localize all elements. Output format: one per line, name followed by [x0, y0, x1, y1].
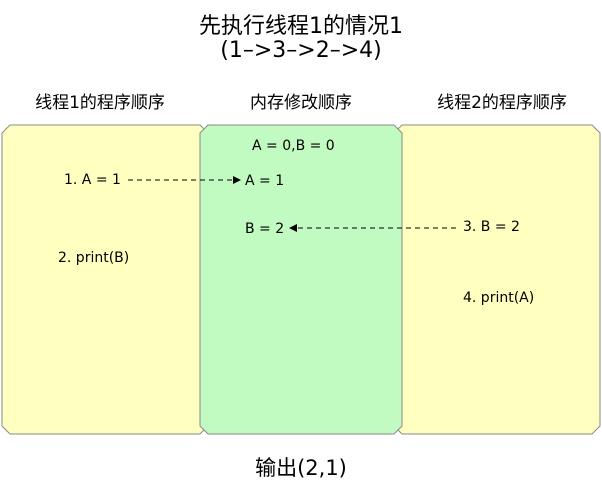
thread2-header: 线程2的程序顺序 — [437, 93, 567, 113]
diagram-subtitle: (1–>3–>2–>4) — [220, 38, 382, 63]
memory-initial-state: A = 0,B = 0 — [252, 138, 335, 154]
memory-write-b: B = 2 — [245, 221, 285, 237]
memory-write-a: A = 1 — [245, 173, 285, 189]
thread1-step-1: 1. A = 1 — [64, 172, 121, 188]
thread2-step-3: 3. B = 2 — [463, 219, 520, 235]
thread2-step-4: 4. print(A) — [463, 290, 535, 306]
thread1-lane — [1, 124, 209, 435]
thread1-step-2: 2. print(B) — [58, 250, 130, 266]
memory-lane — [199, 124, 403, 435]
diagram-title: 先执行线程1的情况1 — [199, 14, 403, 39]
memory-header: 内存修改顺序 — [250, 93, 352, 113]
thread1-header: 线程1的程序顺序 — [35, 93, 165, 113]
thread2-lane — [393, 124, 601, 435]
output-result: 输出(2,1) — [255, 456, 347, 480]
